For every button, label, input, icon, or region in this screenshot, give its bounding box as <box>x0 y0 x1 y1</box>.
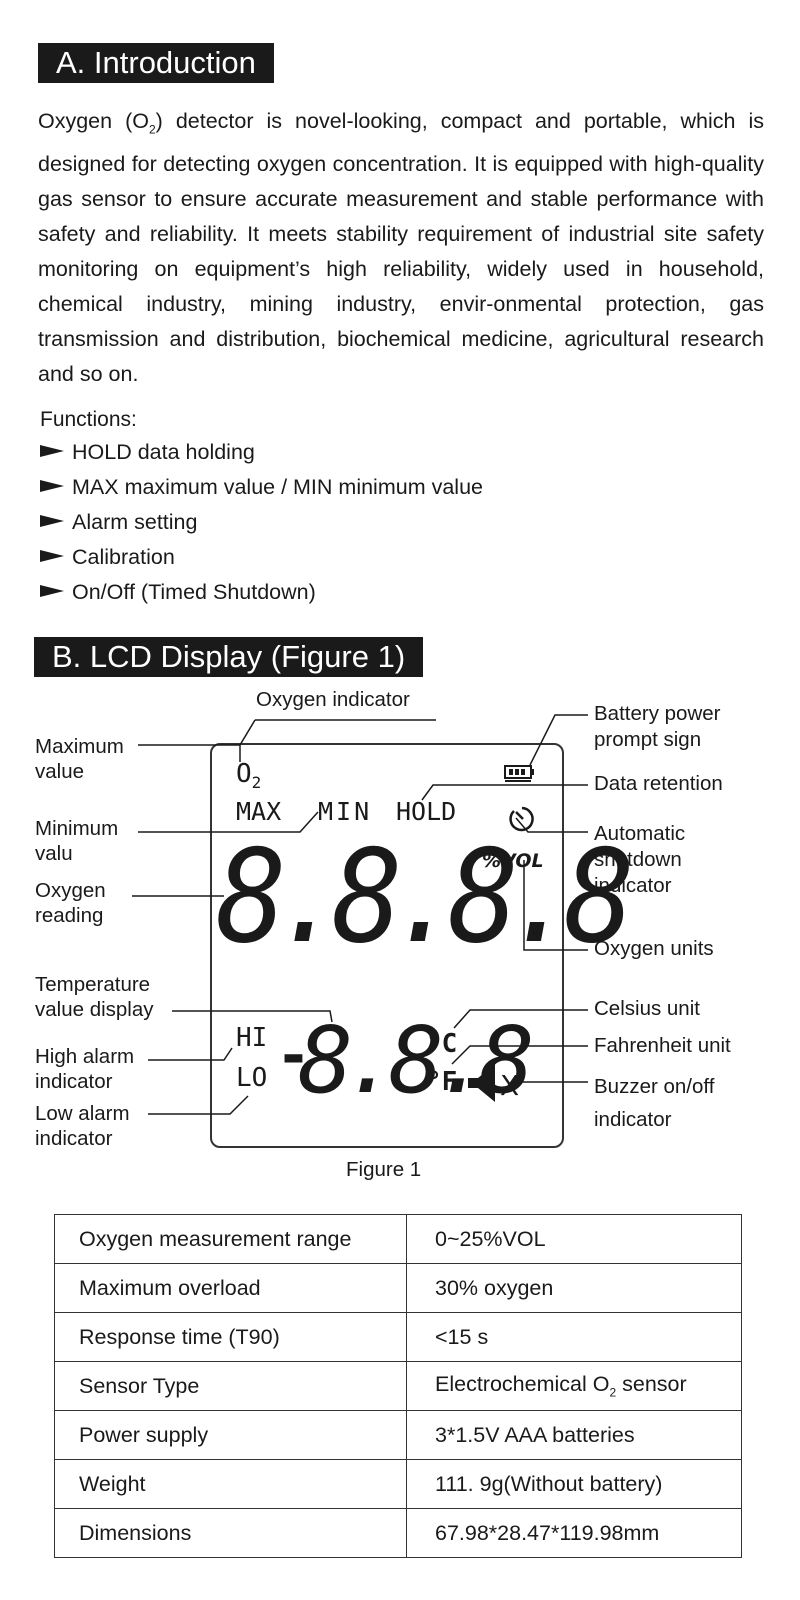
functions-heading: Functions: <box>40 408 137 431</box>
table-row: Response time (T90)<15 s <box>54 1312 742 1362</box>
oxygen-indicator-symbol: O2 <box>236 759 262 793</box>
callout-oxygen-units: Oxygen units <box>594 937 714 960</box>
functions-list: HOLD data holding MAX maximum value / MI… <box>40 435 483 610</box>
lcd-celsius-symbol: °C <box>426 1029 458 1059</box>
figure-caption: Figure 1 <box>346 1158 422 1181</box>
lcd-fahrenheit-symbol: °F <box>426 1067 458 1097</box>
callout-high-alarm: High alarm indicator <box>35 1045 135 1093</box>
lcd-temperature-reading: 8.8.8 <box>298 1007 535 1114</box>
lcd-unit-vol: %VOL <box>482 850 544 872</box>
arrow-bullet-icon <box>40 445 64 458</box>
callout-data-retention: Data retention <box>594 772 723 795</box>
arrow-bullet-icon <box>40 480 64 493</box>
callout-oxygen-indicator: Oxygen indicator <box>256 688 410 711</box>
callout-low-alarm: Low alarm indicator <box>35 1102 130 1150</box>
intro-text-rest: ) detector is novel-looking, compact and… <box>38 109 764 387</box>
lcd-max-label: MAX <box>236 797 282 826</box>
intro-text-start: Oxygen (O <box>38 109 149 133</box>
lcd-hold-label: HOLD <box>396 797 457 826</box>
section-title-introduction: A. Introduction <box>38 43 274 83</box>
section-title-lcd-display: B. LCD Display (Figure 1) <box>34 637 424 677</box>
lcd-main-reading: 8.8.8.8 <box>216 823 635 972</box>
battery-icon <box>504 765 534 782</box>
callout-temperature-display: Temperature value display <box>35 973 154 1021</box>
lcd-min-label: MIN <box>318 797 373 826</box>
list-item: Calibration <box>40 540 483 575</box>
list-item: MAX maximum value / MIN minimum value <box>40 470 483 505</box>
arrow-bullet-icon <box>40 550 64 563</box>
callout-celsius-unit: Celsius unit <box>594 997 700 1020</box>
intro-subscript: 2 <box>148 122 156 137</box>
callout-buzzer: Buzzer on/off indicator <box>594 1075 715 1131</box>
lcd-buzzer-x: X <box>500 1069 520 1102</box>
callout-fahrenheit-unit: Fahrenheit unit <box>594 1034 731 1057</box>
timer-icon <box>509 806 534 832</box>
list-item: HOLD data holding <box>40 435 483 470</box>
callout-auto-shutdown: Automatic shutdown indicator <box>594 822 686 897</box>
lcd-display-figure: O2 MAX MIN HOLD %VOL 8.8.8.8 HI LO - 8.8… <box>210 743 635 1148</box>
lcd-minus-sign: - <box>276 1021 311 1089</box>
introduction-paragraph: Oxygen (O2) detector is novel-looking, c… <box>38 104 764 392</box>
list-item: On/Off (Timed Shutdown) <box>40 575 483 610</box>
arrow-bullet-icon <box>40 585 64 598</box>
callout-maximum-value: Maximum value <box>35 735 124 783</box>
callout-oxygen-reading: Oxygen reading <box>35 879 106 927</box>
lcd-lo-label: LO <box>236 1063 268 1093</box>
callout-minimum-value: Minimum valu <box>35 817 119 865</box>
arrow-bullet-icon <box>40 515 64 528</box>
lcd-hi-label: HI <box>236 1023 268 1053</box>
list-item: Alarm setting <box>40 505 483 540</box>
callout-battery: Battery power prompt sign <box>594 702 721 751</box>
speaker-icon <box>468 1064 495 1102</box>
